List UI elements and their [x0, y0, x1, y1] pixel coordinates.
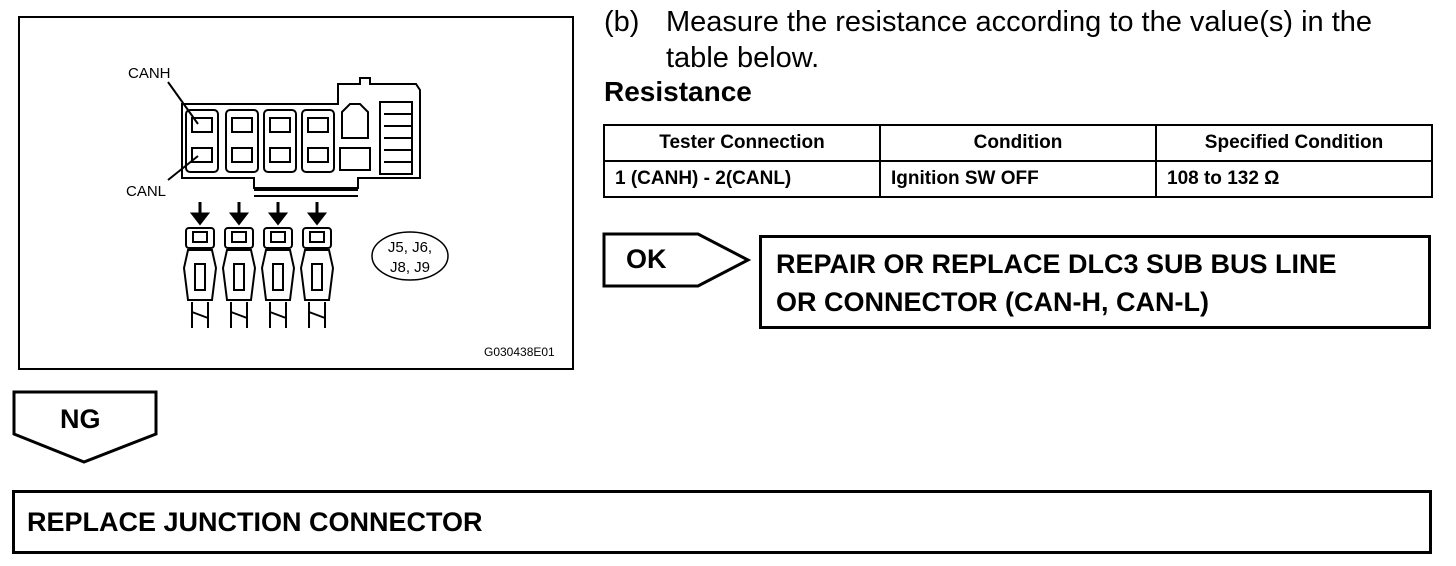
ok-result-line1: REPAIR OR REPLACE DLC3 SUB BUS LINE: [776, 249, 1337, 279]
terminal-group-ellipse: [371, 231, 449, 281]
ok-result-line2: OR CONNECTOR (CAN-H, CAN-L): [776, 287, 1209, 317]
table-cell: 1 (CANH) - 2(CANL): [603, 160, 881, 198]
table-cell: Ignition SW OFF: [879, 160, 1157, 198]
terminal-label-line1: J5, J6,: [388, 239, 432, 256]
figure-code: G030438E01: [484, 345, 555, 359]
step-text: Measure the resistance according to the …: [666, 6, 1373, 74]
canl-label: CANL: [126, 183, 166, 200]
canh-leader: [167, 81, 199, 125]
terminal-pins: [182, 227, 335, 328]
ok-arrow-icon: [602, 232, 752, 288]
table-header: Specified Condition: [1155, 124, 1433, 162]
connector-figure: CANH CANL J5, J6, J8, J9 G030438E01: [18, 16, 574, 370]
ok-label: OK: [626, 244, 667, 274]
step-label: (b): [604, 6, 640, 38]
connector-diagram: CANH CANL J5, J6, J8, J9 G030438E01: [126, 65, 555, 359]
resistance-heading: Resistance: [604, 76, 752, 107]
terminal-label-line2: J8, J9: [390, 259, 430, 276]
ng-result-box: REPLACE JUNCTION CONNECTOR: [12, 490, 1432, 554]
canh-label: CANH: [128, 65, 171, 82]
ok-result-box: REPAIR OR REPLACE DLC3 SUB BUS LINE OR C…: [759, 235, 1431, 329]
ng-label: NG: [60, 404, 101, 434]
table-row: 1 (CANH) - 2(CANL) Ignition SW OFF 108 t…: [603, 160, 1433, 198]
table-header: Tester Connection: [603, 124, 881, 162]
ng-result-text: REPLACE JUNCTION CONNECTOR: [27, 507, 483, 537]
table-header-row: Tester Connection Condition Specified Co…: [603, 124, 1433, 162]
arrows: [189, 202, 328, 226]
ng-arrow-icon: [12, 390, 158, 464]
table-header: Condition: [879, 124, 1157, 162]
resistance-table: Tester Connection Condition Specified Co…: [603, 124, 1433, 198]
canl-leader: [167, 155, 199, 181]
connector-housing: [181, 77, 421, 197]
table-cell: 108 to 132 Ω: [1155, 160, 1433, 198]
